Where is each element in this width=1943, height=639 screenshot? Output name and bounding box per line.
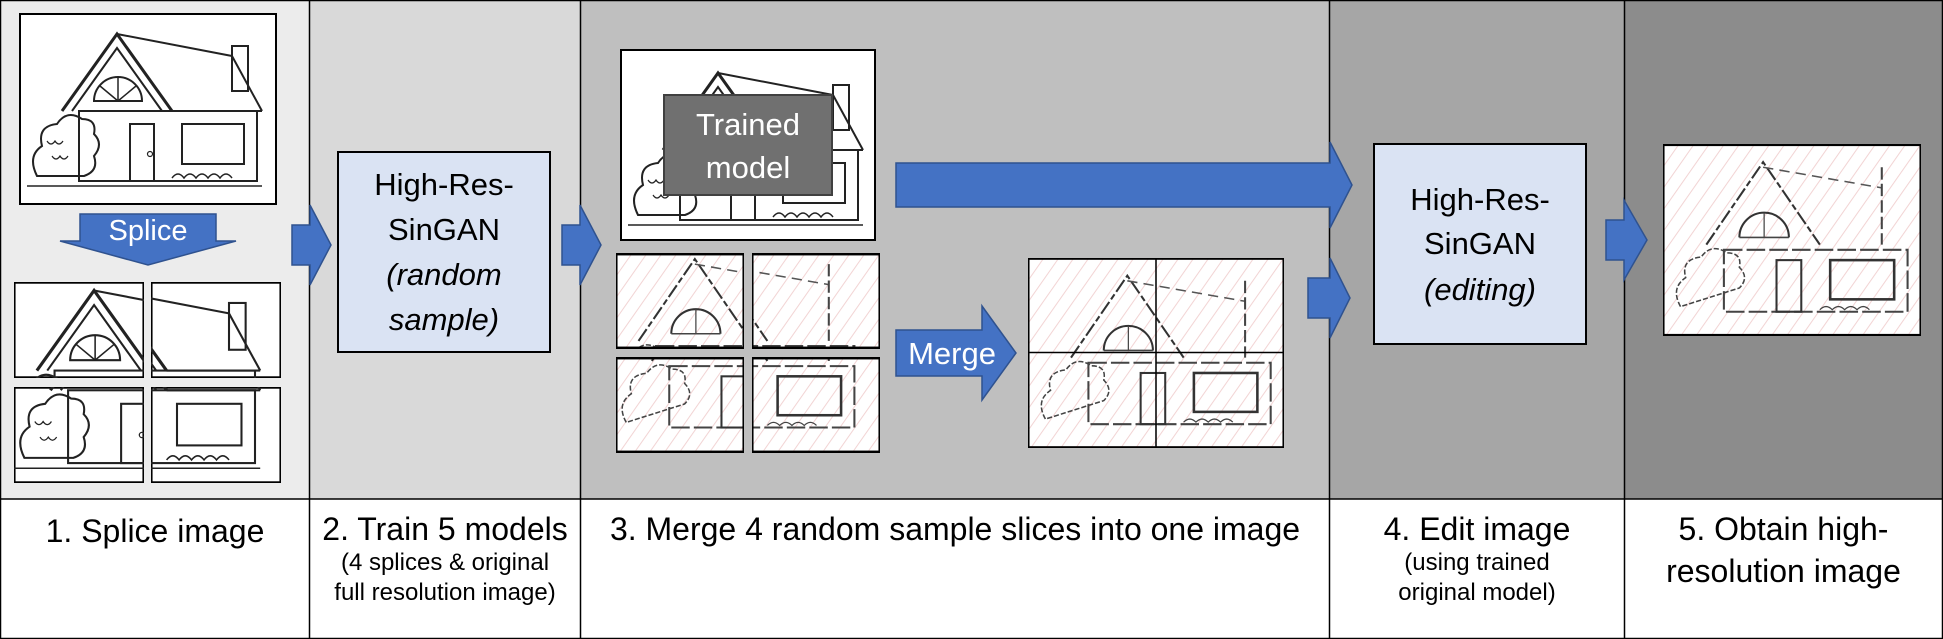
edit-box-line3: (editing): [1424, 272, 1536, 307]
arrow-to-result: [1605, 197, 1648, 283]
trained-model-box: [663, 94, 833, 196]
arrow-merged-to-edit: [1307, 257, 1351, 339]
train-box-line2: SinGAN: [388, 212, 500, 247]
spliced-slices: [14, 282, 281, 483]
splice-arrow-label: Splice: [109, 215, 188, 247]
train-box-line3: (random: [386, 257, 501, 292]
slice-bottom-right: [151, 387, 281, 483]
step-2-label: 2. Train 5 models (4 splices & original …: [310, 500, 580, 628]
step-4-subtitle-line1: (using trained: [1404, 549, 1550, 576]
random-sample-slices: [616, 253, 880, 453]
step-1-title: 1. Splice image: [45, 513, 265, 549]
step-3-title: 3. Merge 4 random sample slices into one…: [609, 511, 1301, 547]
sample-slice-bottom-left: [616, 357, 744, 453]
step-4-title: 4. Edit image: [1383, 511, 1571, 547]
step-5-title-line1: 5. Obtain high-: [1678, 511, 1889, 547]
edit-box-line1: High-Res-: [1410, 182, 1550, 217]
step-1-label: 1. Splice image: [1, 500, 309, 628]
step-2-subtitle-line2: full resolution image): [334, 579, 556, 606]
slice-top-right: [151, 282, 281, 378]
sample-slice-bottom-right: [752, 357, 880, 453]
arrow-to-train: [291, 204, 332, 286]
slice-top-left: [14, 282, 144, 378]
step-5-label: 5. Obtain high- resolution image: [1625, 500, 1942, 628]
sample-slice-top-left: [616, 253, 744, 349]
step-3-label: 3. Merge 4 random sample slices into one…: [581, 500, 1329, 628]
original-house-image: [19, 13, 277, 205]
sample-slice-top-right: [752, 253, 880, 349]
edit-box-line2: SinGAN: [1424, 226, 1536, 261]
splice-arrow: Splice: [59, 213, 237, 266]
arrow-trained-model-to-edit: [895, 141, 1353, 229]
step-4-subtitle-line2: original model): [1398, 579, 1556, 606]
arrow-to-merge-column: [561, 204, 602, 286]
edit-singan-box: High-Res- SinGAN (editing): [1373, 143, 1587, 345]
train-singan-box: High-Res- SinGAN (random sample): [337, 151, 551, 353]
step-5-title-line2: resolution image: [1666, 553, 1901, 589]
merge-arrow: Merge: [895, 303, 1017, 403]
high-resolution-result-image: [1663, 144, 1921, 336]
merged-image: [1028, 258, 1284, 448]
step-4-label: 4. Edit image (using trained original mo…: [1330, 500, 1624, 628]
trained-model-line2: model: [706, 150, 790, 185]
trained-model-line1: Trained: [696, 107, 800, 142]
step-2-subtitle-line1: (4 splices & original: [340, 549, 550, 576]
train-box-line4: sample): [389, 302, 499, 337]
step-2-title: 2. Train 5 models: [322, 511, 568, 547]
merge-arrow-label: Merge: [908, 336, 996, 371]
train-box-line1: High-Res-: [374, 167, 514, 202]
trained-original-image: Trained model: [620, 49, 876, 241]
slice-bottom-left: [14, 387, 144, 483]
